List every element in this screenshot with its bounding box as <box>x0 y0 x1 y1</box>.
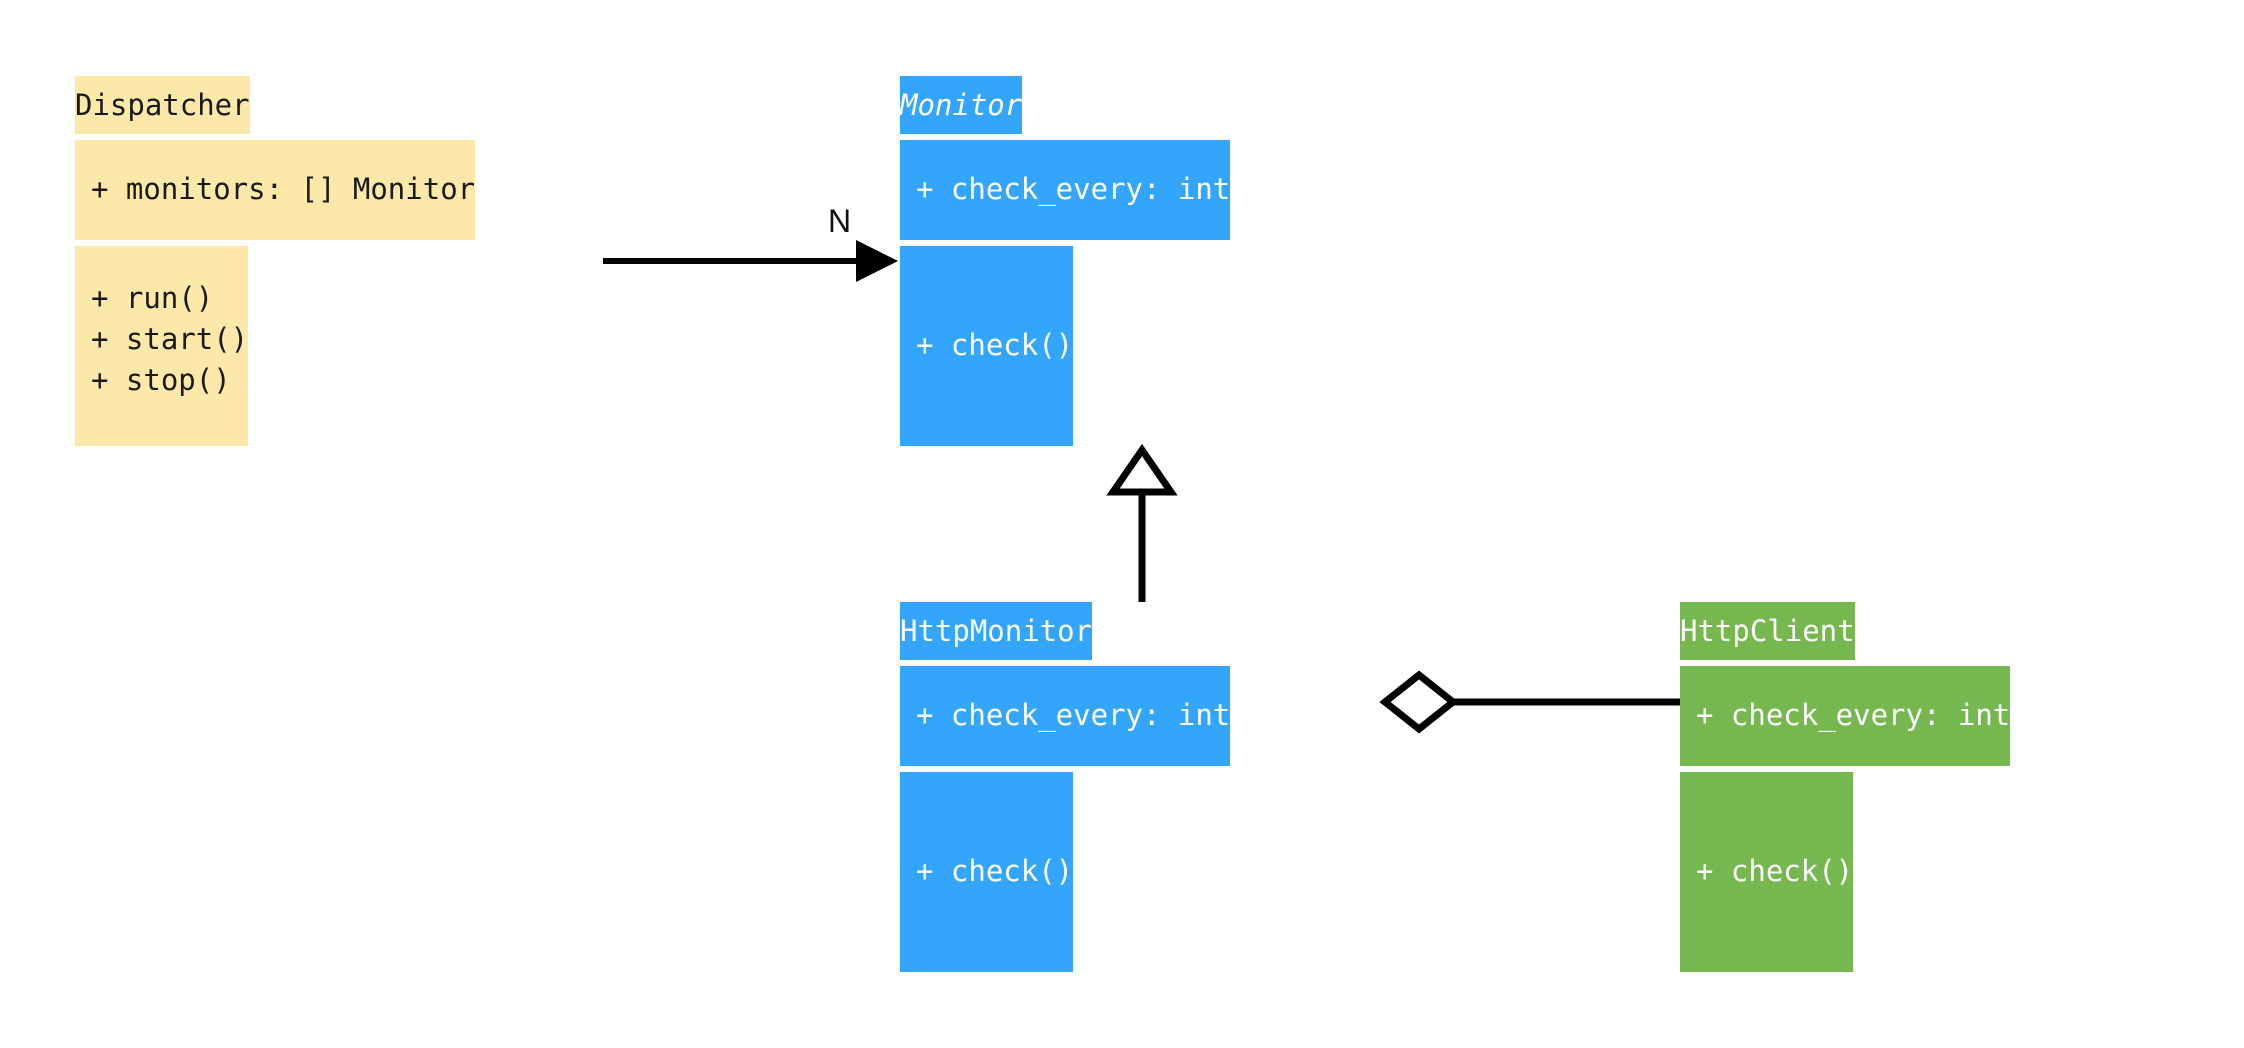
attribute-row: + monitors: [] Monitor <box>91 172 476 207</box>
class-title-http-client: HttpClient <box>1680 602 1855 660</box>
hollow-triangle-arrowhead-icon <box>1106 443 1178 496</box>
class-box-dispatcher[interactable]: Dispatcher + monitors: [] Monitor + run(… <box>75 76 602 446</box>
class-box-http-monitor[interactable]: HttpMonitor + check_every: int + check() <box>900 602 1385 972</box>
class-name-monitor: Monitor <box>900 88 1023 122</box>
hollow-diamond-arrowhead-icon <box>1379 670 1459 734</box>
class-name-http-monitor: HttpMonitor <box>900 614 1093 648</box>
class-name-dispatcher: Dispatcher <box>75 88 250 122</box>
method-row: + check() <box>916 328 1074 363</box>
edge-http-monitor-to-monitor <box>1106 443 1178 602</box>
class-box-monitor[interactable]: Monitor + check_every: int + check() <box>900 76 1385 446</box>
method-row: + start() <box>91 322 249 357</box>
class-attributes-dispatcher: + monitors: [] Monitor <box>75 140 476 240</box>
class-title-monitor: Monitor <box>900 76 1023 134</box>
class-attributes-http-monitor: + check_every: int <box>900 666 1231 766</box>
method-row: + run() <box>91 281 214 315</box>
class-methods-monitor: + check() <box>900 246 1074 446</box>
class-methods-http-client: + check() <box>1680 772 1854 972</box>
attribute-row: + check_every: int <box>916 698 1231 733</box>
class-box-http-client[interactable]: HttpClient + check_every: int + check() <box>1680 602 2165 972</box>
edge-label-multiplicity-n: N <box>828 203 852 239</box>
edge-http-monitor-to-http-client <box>1379 670 1680 734</box>
class-title-dispatcher: Dispatcher <box>75 76 250 134</box>
method-row: + check() <box>916 854 1074 889</box>
method-row: + check() <box>1696 854 1854 889</box>
class-methods-http-monitor: + check() <box>900 772 1074 972</box>
method-row: + stop() <box>91 363 231 398</box>
class-attributes-http-client: + check_every: int <box>1680 666 2011 766</box>
attribute-row: + check_every: int <box>1696 698 2011 733</box>
edge-dispatcher-to-monitor <box>603 240 898 282</box>
class-name-http-client: HttpClient <box>1680 614 1855 648</box>
class-attributes-monitor: + check_every: int <box>900 140 1231 240</box>
filled-triangle-arrowhead-icon <box>856 240 898 282</box>
attribute-row: + check_every: int <box>916 172 1231 207</box>
class-title-http-monitor: HttpMonitor <box>900 602 1093 660</box>
class-methods-dispatcher: + run() + start() + stop() <box>75 246 249 446</box>
